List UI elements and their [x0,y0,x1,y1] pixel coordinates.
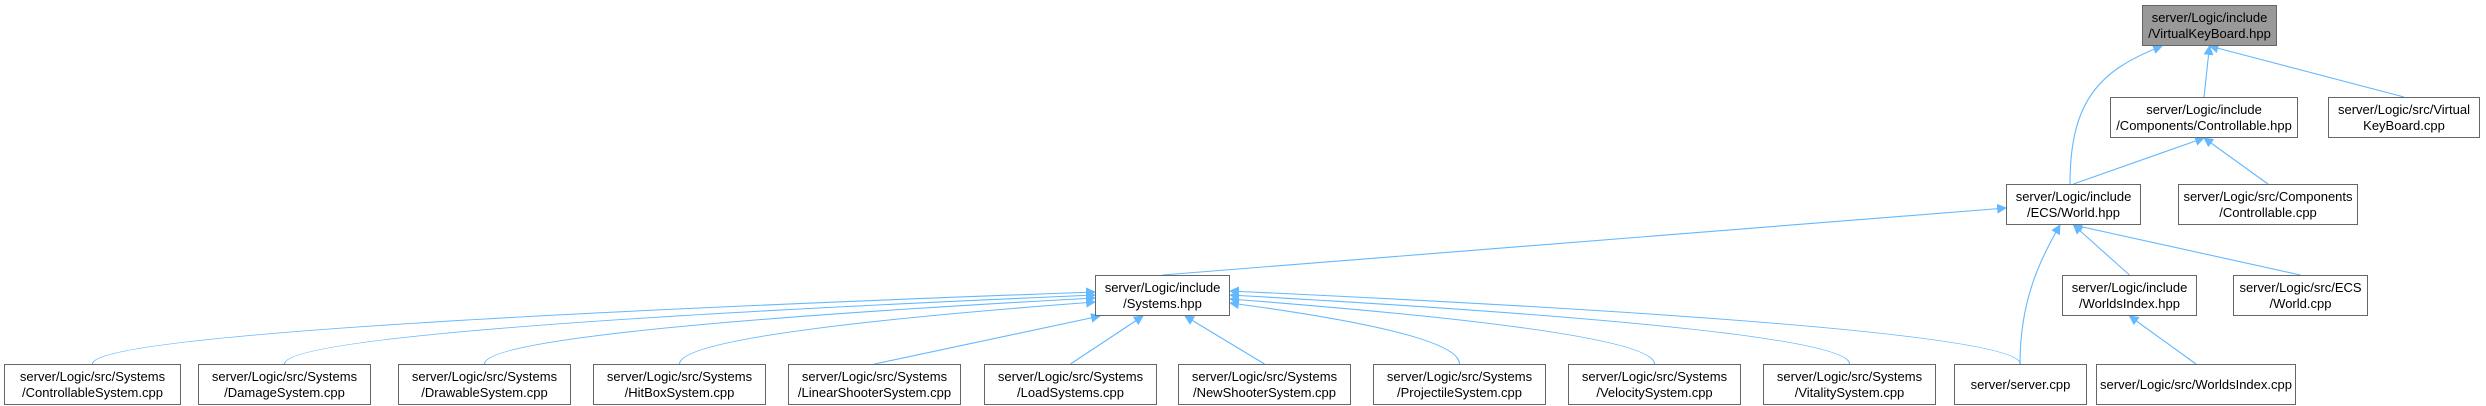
node-label-line: /DamageSystem.cpp [224,384,345,400]
edge-load-systems-to-systems-hpp [1070,315,1144,365]
node-label-line: /Systems.hpp [1123,295,1202,311]
graph-node-controllable-system[interactable]: server/Logic/src/Systems/ControllableSys… [4,364,181,405]
edge-linearshooter-system-to-systems-hpp [874,313,1101,365]
node-label-line: server/Logic/src/Systems [1581,368,1728,384]
graph-node-linearshooter-system[interactable]: server/Logic/src/Systems/LinearShooterSy… [788,364,961,405]
node-label-line: /Components/Controllable.hpp [2116,117,2292,133]
edge-damage-system-to-systems-hpp [283,290,1096,365]
node-label-line: /Controllable.cpp [2219,204,2317,220]
node-label-line: server/Logic/include [2146,101,2262,117]
node-label-line: server/Logic/src/WorldsIndex.cpp [2100,376,2292,392]
node-label-line: server/Logic/src/ECS [2239,279,2362,295]
edge-hitbox-system-to-systems-hpp [678,297,1096,365]
graph-node-controllable-hpp[interactable]: server/Logic/include/Components/Controll… [2110,97,2298,138]
edge-world-hpp-to-controllable-hpp [2073,136,2205,185]
node-label-line: server/Logic/src/Systems [211,368,358,384]
edge-drawable-system-to-systems-hpp [483,293,1096,365]
graph-node-world-hpp[interactable]: server/Logic/include/ECS/World.hpp [2006,184,2141,225]
graph-node-server-cpp[interactable]: server/server.cpp [1954,364,2087,405]
node-label-line: /LoadSystems.cpp [1017,384,1124,400]
graph-node-worldsindex-hpp[interactable]: server/Logic/include/WorldsIndex.hpp [2062,275,2197,316]
node-label-line: server/Logic/include [2151,9,2268,25]
node-label-line: /DrawableSystem.cpp [421,384,548,400]
graph-node-newshooter-system[interactable]: server/Logic/src/Systems/NewShooterSyste… [1178,364,1351,405]
node-label-line: /ControllableSystem.cpp [22,384,163,400]
graph-node-controllable-cpp[interactable]: server/Logic/src/Components/Controllable… [2178,184,2358,225]
node-label-line: /ECS/World.hpp [2027,204,2120,220]
node-label-line: server/Logic/src/Systems [19,368,166,384]
graph-node-drawable-system[interactable]: server/Logic/src/Systems/DrawableSystem.… [398,364,571,405]
node-label-line: /VirtualKeyBoard.hpp [2148,25,2271,41]
graph-node-systems-hpp[interactable]: server/Logic/include/Systems.hpp [1095,275,1230,316]
edge-controllable-hpp-to-vkb-hpp [2203,45,2214,98]
node-label-line: server/Logic/include [2015,188,2132,204]
edge-world-hpp-to-vkb-hpp [2069,44,2163,185]
node-label-line: /World.cpp [2269,295,2332,311]
edge-worldsindex-cpp-to-worldsindex-hpp [2128,315,2197,365]
graph-node-projectile-system[interactable]: server/Logic/src/Systems/ProjectileSyste… [1373,364,1546,405]
graph-node-world-cpp[interactable]: server/Logic/src/ECS/World.cpp [2233,275,2368,316]
edge-projectile-system-to-systems-hpp [1229,299,1461,365]
node-label-line: server/Logic/src/Virtual [2338,101,2470,117]
node-label-line: server/Logic/src/Components [2183,188,2353,204]
edge-server-cpp-to-systems-hpp [1229,286,2022,365]
node-label-line: /LinearShooterSystem.cpp [797,384,952,400]
node-label-line: /HitBoxSystem.cpp [624,384,735,400]
edge-server-cpp-to-world-hpp [2019,224,2061,365]
node-label-line: server/Logic/src/Systems [801,368,948,384]
node-label-line: server/Logic/src/Systems [1191,368,1338,384]
node-label-line: server/Logic/src/Systems [1386,368,1533,384]
graph-node-vkb-hpp: server/Logic/include/VirtualKeyBoard.hpp [2142,5,2277,46]
node-label-line: /NewShooterSystem.cpp [1192,384,1337,400]
edge-newshooter-system-to-systems-hpp [1184,315,1265,365]
node-label-line: server/Logic/include [1104,279,1221,295]
edge-vitality-system-to-systems-hpp [1229,290,1851,365]
node-label-line: /VitalitySystem.cpp [1794,384,1905,400]
graph-node-damage-system[interactable]: server/Logic/src/Systems/DamageSystem.cp… [198,364,371,405]
graph-node-hitbox-system[interactable]: server/Logic/src/Systems/HitBoxSystem.cp… [593,364,766,405]
node-label-line: server/server.cpp [1970,376,2071,392]
graph-node-worldsindex-cpp[interactable]: server/Logic/src/WorldsIndex.cpp [2096,364,2296,405]
node-label-line: /WorldsIndex.hpp [2079,295,2180,311]
node-label-line: server/Logic/src/Systems [411,368,558,384]
graph-node-load-systems[interactable]: server/Logic/src/Systems/LoadSystems.cpp [984,364,1157,405]
node-label-line: server/Logic/src/Systems [1776,368,1923,384]
graph-node-vitality-system[interactable]: server/Logic/src/Systems/VitalitySystem.… [1763,364,1936,405]
edge-worldsindex-hpp-to-world-hpp [2072,224,2130,276]
edge-systems-hpp-to-world-hpp [1162,203,2007,276]
graph-node-velocity-system[interactable]: server/Logic/src/Systems/VelocitySystem.… [1568,364,1741,405]
node-label-line: /ProjectileSystem.cpp [1397,384,1522,400]
edge-controllable-system-to-systems-hpp [91,287,1096,365]
node-label-line: /VelocitySystem.cpp [1596,384,1713,400]
edge-world-cpp-to-world-hpp [2072,222,2301,276]
edge-vkb-cpp-to-vkb-hpp [2208,43,2405,98]
edge-controllable-cpp-to-controllable-hpp [2203,137,2269,185]
node-label-line: server/Logic/include [2071,279,2188,295]
node-label-line: server/Logic/src/Systems [997,368,1144,384]
edge-velocity-system-to-systems-hpp [1229,294,1656,365]
node-label-line: KeyBoard.cpp [2363,117,2445,133]
node-label-line: server/Logic/src/Systems [606,368,753,384]
